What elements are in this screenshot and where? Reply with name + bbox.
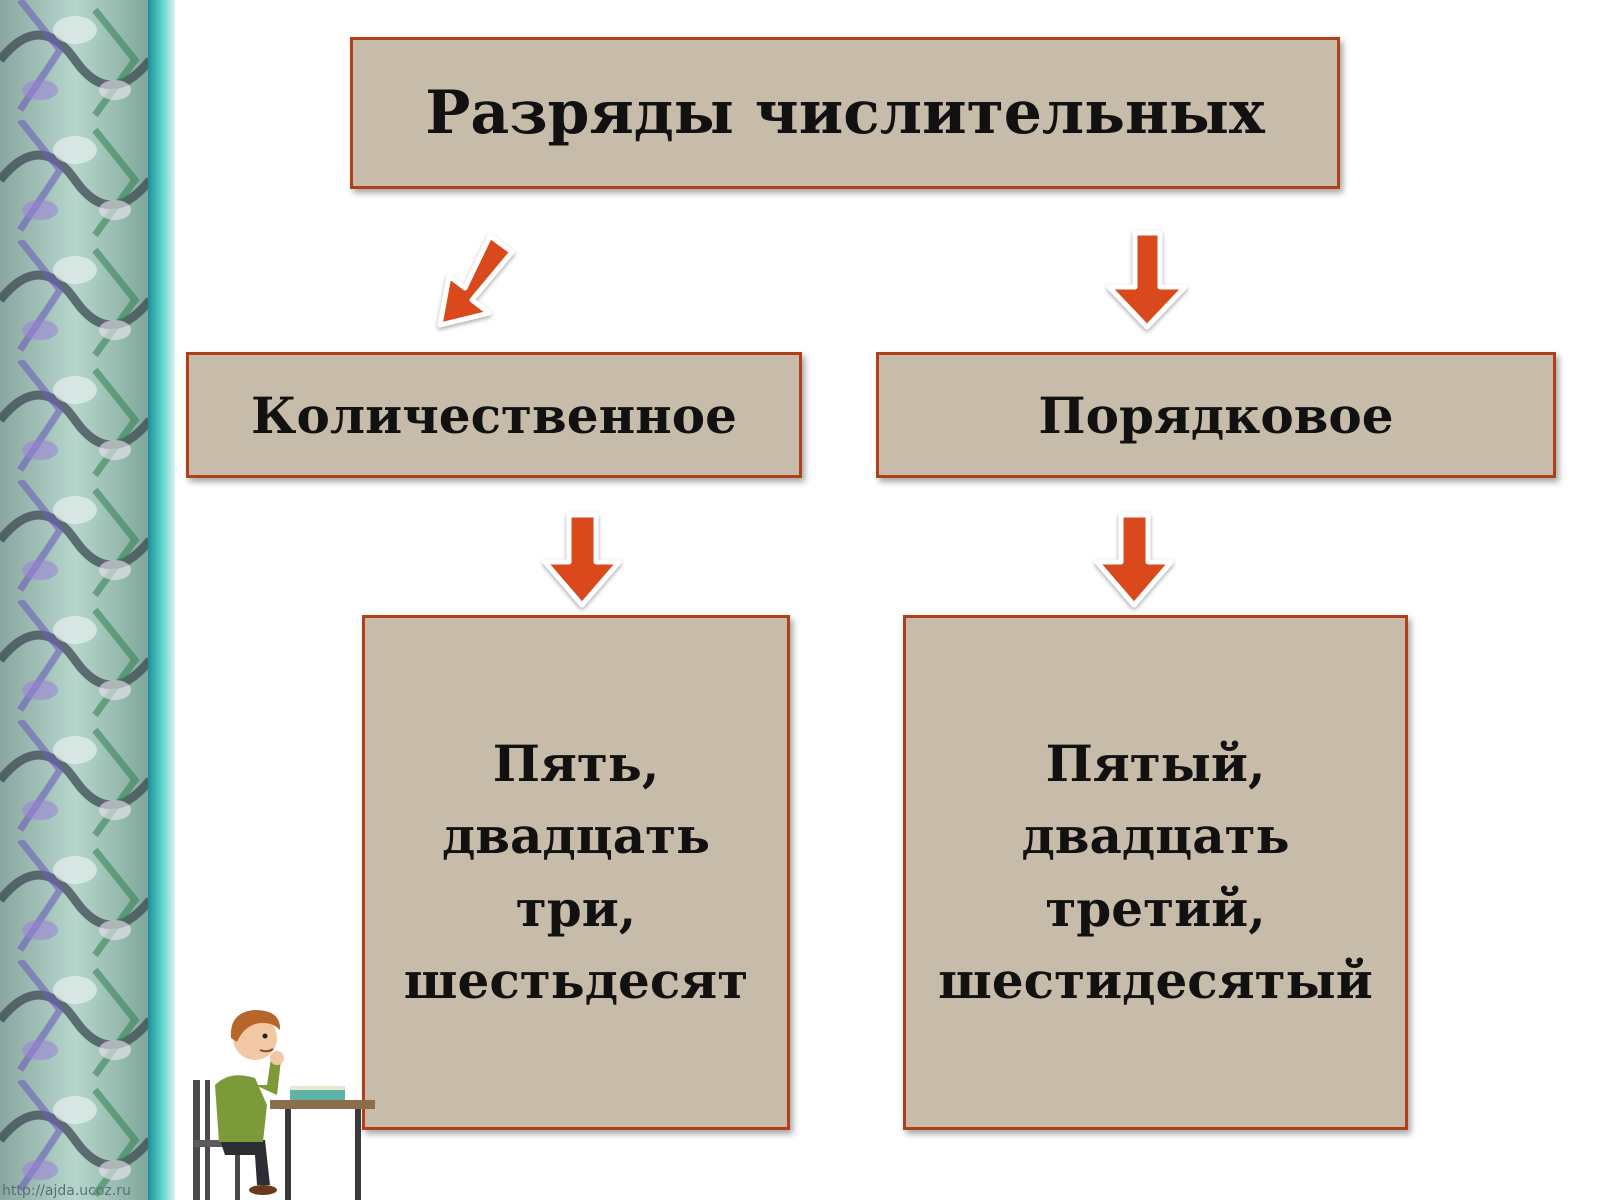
example-line: шестьдесят bbox=[403, 951, 749, 1010]
boy-icon bbox=[215, 1010, 284, 1195]
category-box-cardinal: Количественное bbox=[186, 352, 802, 478]
watermark-url: http://ajda.ucoz.ru bbox=[2, 1183, 131, 1199]
arrow-title-to-ordinal-icon bbox=[1106, 230, 1188, 330]
desk-icon bbox=[270, 1086, 375, 1200]
arrow-cardinal-to-example-icon bbox=[542, 512, 622, 608]
student-at-desk-illustration bbox=[193, 1010, 375, 1200]
example-line: двадцать три, bbox=[441, 806, 711, 938]
arrow-title-to-cardinal-icon bbox=[437, 233, 515, 328]
example-line: двадцать bbox=[1021, 806, 1290, 865]
category-box-ordinal: Порядковое bbox=[876, 352, 1556, 478]
example-line: шестидесятый bbox=[938, 951, 1373, 1010]
decorative-side-strip bbox=[0, 0, 175, 1200]
diagram-title: Разряды числительных bbox=[425, 78, 1265, 148]
example-text-cardinal: Пять, двадцать три, шестьдесят bbox=[375, 728, 777, 1018]
example-box-cardinal: Пять, двадцать три, шестьдесят bbox=[362, 615, 790, 1130]
example-line: третий, bbox=[1045, 878, 1266, 938]
example-box-ordinal: Пятый, двадцать третий, шестидесятый bbox=[903, 615, 1408, 1130]
example-line: Пятый, bbox=[1045, 733, 1266, 793]
category-label-ordinal: Порядковое bbox=[1038, 385, 1394, 445]
category-label-cardinal: Количественное bbox=[251, 385, 737, 445]
example-text-ordinal: Пятый, двадцать третий, шестидесятый bbox=[938, 728, 1373, 1018]
arrow-ordinal-to-example-icon bbox=[1094, 512, 1174, 608]
example-line: Пять, bbox=[492, 733, 660, 793]
title-box: Разряды числительных bbox=[350, 37, 1340, 189]
